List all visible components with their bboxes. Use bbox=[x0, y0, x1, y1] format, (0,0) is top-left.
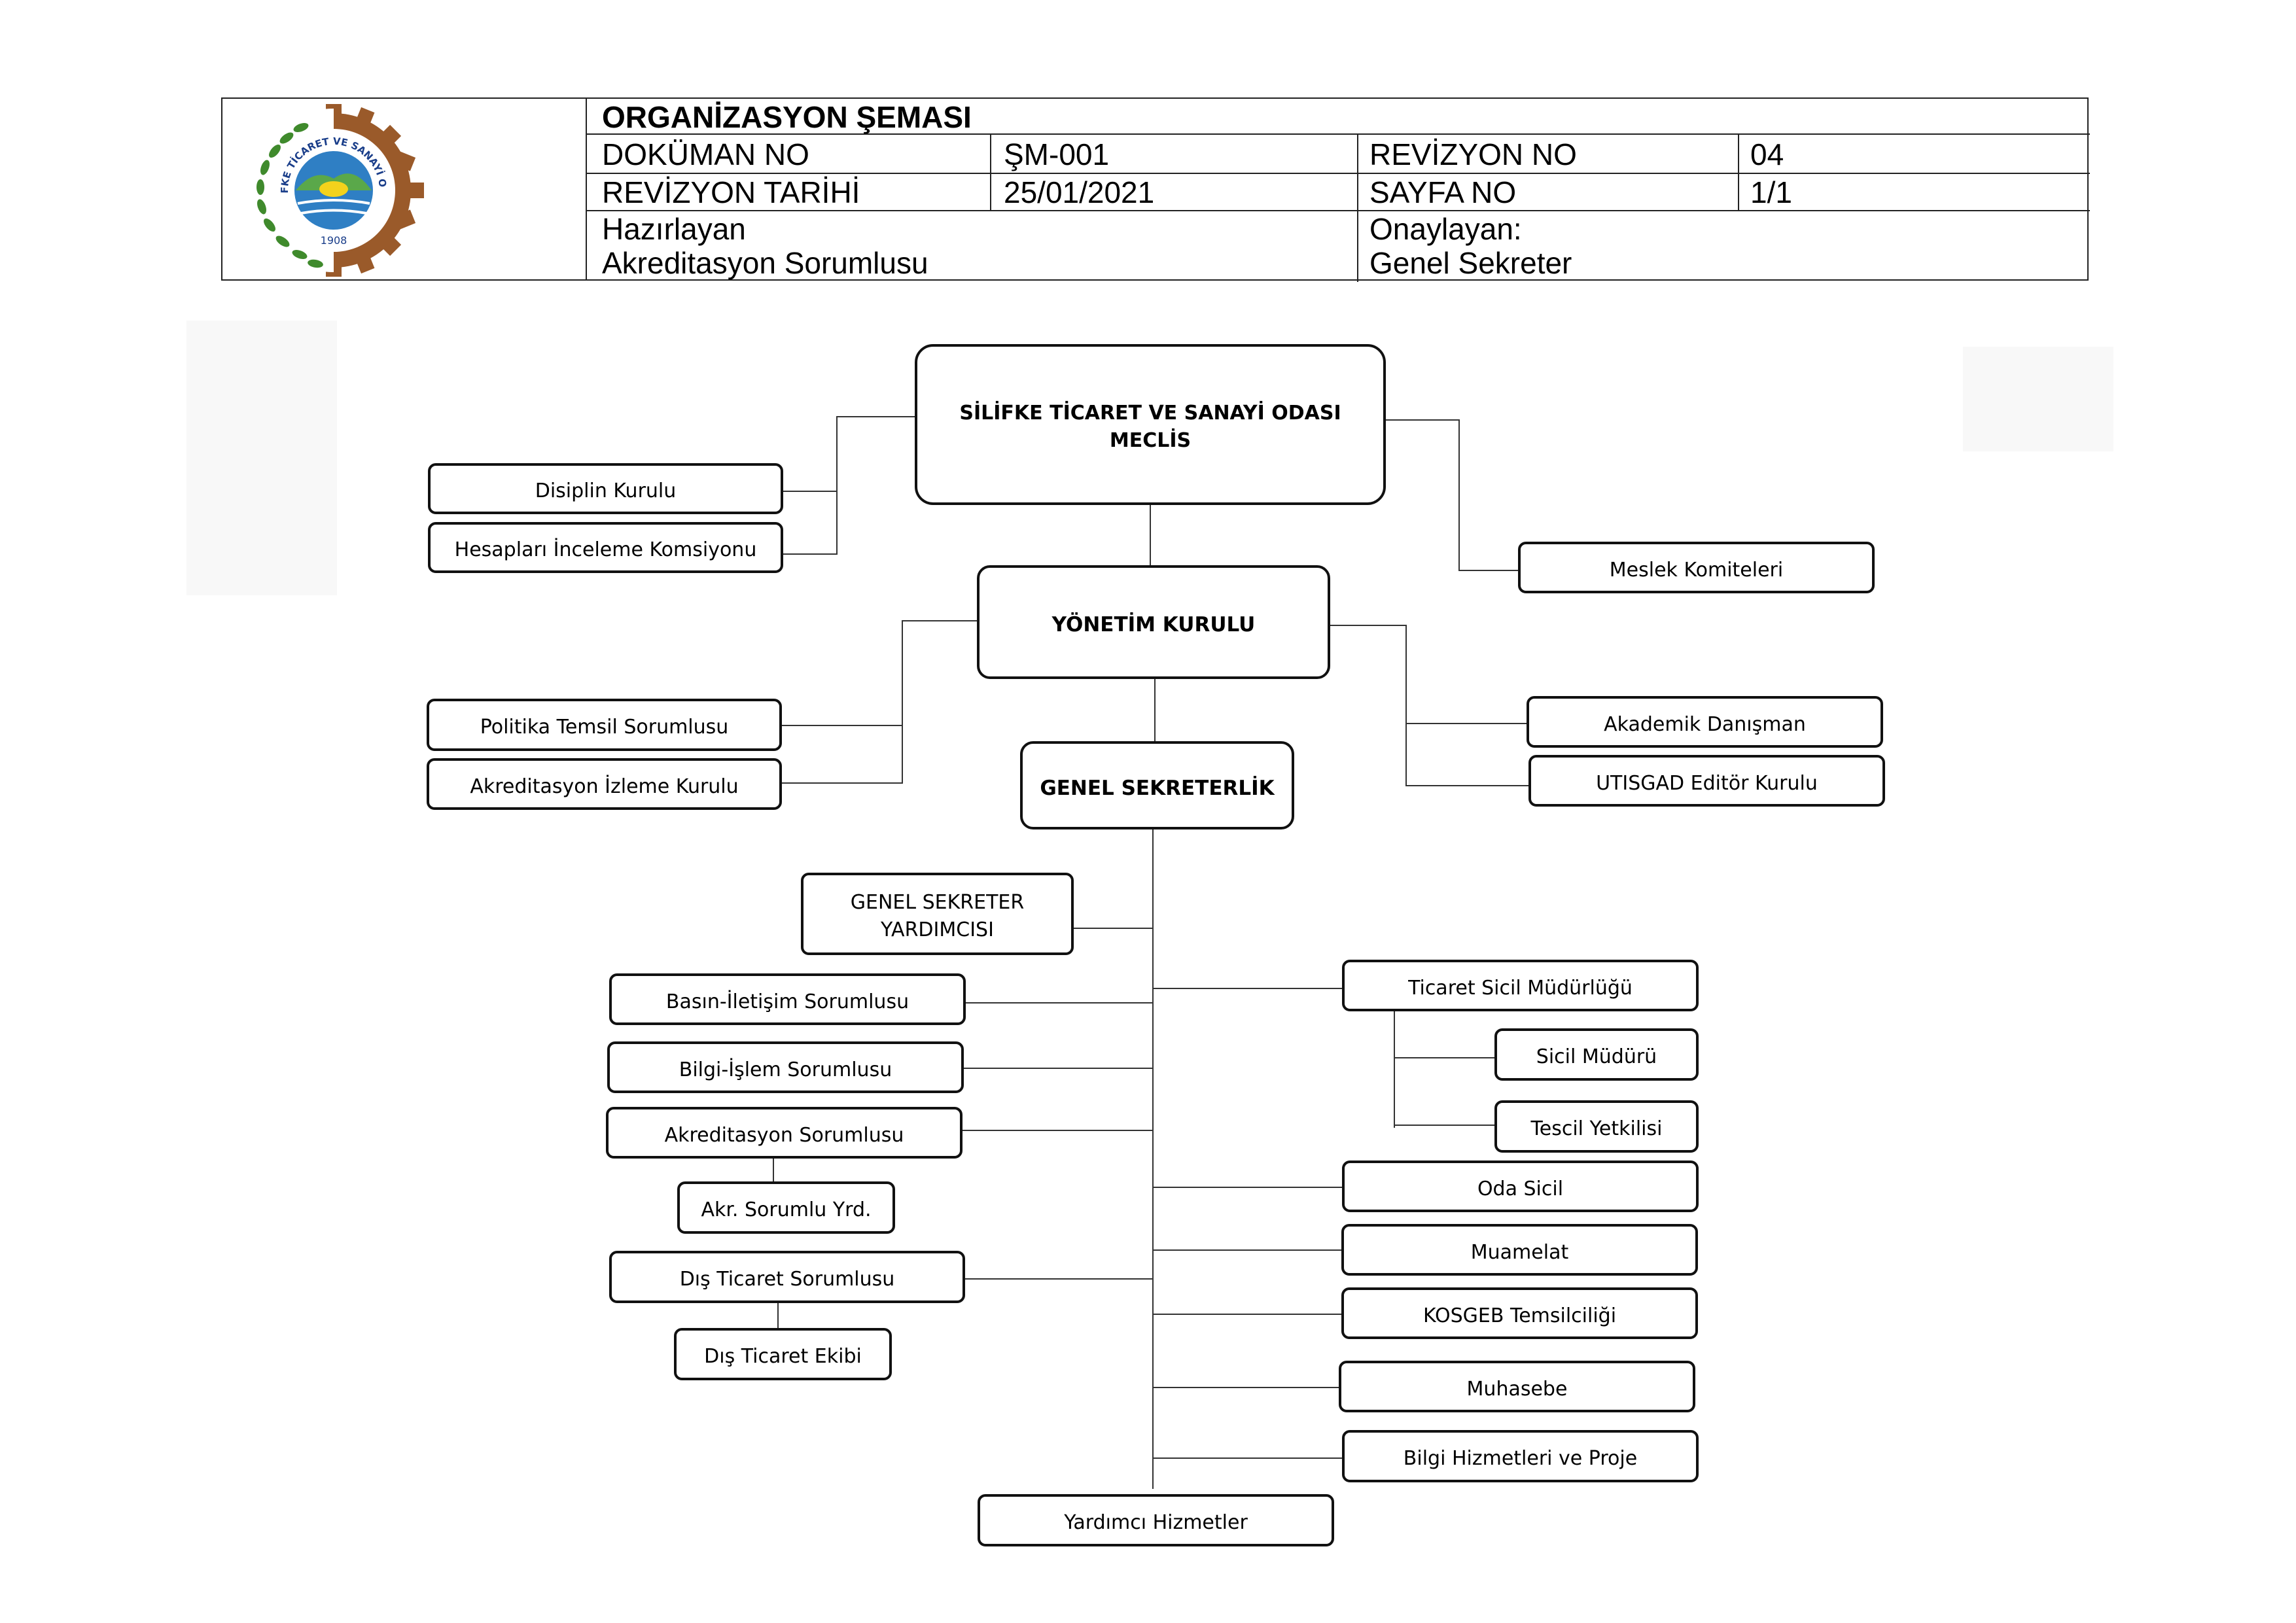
col-line-1 bbox=[990, 133, 991, 210]
connector bbox=[1073, 928, 1153, 929]
connector bbox=[1153, 1314, 1341, 1315]
page-no-label: SAYFA NO bbox=[1369, 175, 1517, 209]
genel-sekreterlik-box: GENEL SEKRETERLİK bbox=[1020, 741, 1294, 829]
kosgeb-temsilciligi-box: KOSGEB Temsilciliği bbox=[1341, 1287, 1698, 1339]
meslek-komiteleri-box: Meslek Komiteleri bbox=[1518, 542, 1875, 593]
connector bbox=[1154, 678, 1156, 744]
oda-sicil-box: Oda Sicil bbox=[1342, 1161, 1699, 1212]
utisgad-editor-box: UTISGAD Editör Kurulu bbox=[1528, 755, 1885, 807]
connector bbox=[1384, 419, 1460, 421]
silifke-chamber-logo: SİLİFKE TİCARET VE SANAYİ ODASI 1908 bbox=[236, 99, 424, 277]
connector bbox=[1153, 988, 1343, 989]
scan-smudge-right bbox=[1963, 347, 2113, 451]
connector bbox=[836, 416, 918, 417]
disiplin-kurulu-box: Disiplin Kurulu bbox=[428, 463, 783, 514]
rev-date-label: REVİZYON TARİHİ bbox=[602, 175, 860, 209]
connector bbox=[1394, 1125, 1496, 1126]
dis-ticaret-sorumlusu-box: Dış Ticaret Sorumlusu bbox=[609, 1251, 965, 1303]
akreditasyon-sorumlusu-box: Akreditasyon Sorumlusu bbox=[606, 1107, 963, 1159]
connector bbox=[1458, 570, 1520, 571]
connector bbox=[1153, 1457, 1343, 1459]
connector bbox=[962, 1068, 1153, 1069]
ticaret-sicil-mudurlugu-box: Ticaret Sicil Müdürlüğü bbox=[1342, 960, 1699, 1011]
basin-iletisim-box: Basın-İletişim Sorumlusu bbox=[609, 973, 966, 1025]
genel-sekreter-yardimcisi-box: GENEL SEKRETER YARDIMCISI bbox=[801, 873, 1074, 955]
akreditasyon-izleme-box: Akreditasyon İzleme Kurulu bbox=[427, 758, 782, 810]
prepared-label: Hazırlayan bbox=[602, 212, 746, 246]
rev-date-value: 25/01/2021 bbox=[1004, 175, 1155, 209]
connector bbox=[902, 620, 979, 621]
prepared-value: Akreditasyon Sorumlusu bbox=[602, 246, 928, 280]
yonetim-kurulu-box: YÖNETİM KURULU bbox=[977, 565, 1330, 679]
main-trunk bbox=[1152, 828, 1154, 1489]
connector bbox=[836, 416, 838, 553]
connector bbox=[1153, 1249, 1341, 1251]
meclis-box: SİLİFKE TİCARET VE SANAYİ ODASI MECLİS bbox=[915, 344, 1386, 505]
row-line-3 bbox=[587, 210, 2090, 211]
connector bbox=[1458, 419, 1460, 571]
connector bbox=[1153, 1387, 1340, 1388]
row-line-1 bbox=[587, 133, 2090, 135]
rev-no-value: 04 bbox=[1750, 137, 1784, 171]
logo-cell: SİLİFKE TİCARET VE SANAYİ ODASI 1908 bbox=[222, 99, 587, 279]
scan-smudge-left bbox=[186, 321, 337, 595]
connector bbox=[1150, 504, 1151, 565]
connector bbox=[1405, 785, 1530, 786]
connector bbox=[1394, 1010, 1395, 1128]
akademik-danisman-box: Akademik Danışman bbox=[1527, 696, 1883, 748]
connector bbox=[964, 1278, 1153, 1280]
connector bbox=[773, 1157, 774, 1183]
muamelat-box: Muamelat bbox=[1341, 1224, 1698, 1276]
logo-year: 1908 bbox=[321, 234, 347, 247]
page-no-value: 1/1 bbox=[1750, 175, 1792, 209]
document-title: ORGANİZASYON ŞEMASI bbox=[602, 100, 972, 134]
approved-value: Genel Sekreter bbox=[1369, 246, 1572, 280]
connector bbox=[781, 782, 903, 784]
akr-sorumlu-yrd-box: Akr. Sorumlu Yrd. bbox=[677, 1181, 895, 1234]
row-line-2 bbox=[587, 173, 2090, 174]
connector bbox=[1394, 1057, 1496, 1058]
connector bbox=[964, 1002, 1153, 1003]
col-line-2 bbox=[1357, 133, 1358, 282]
connector bbox=[1405, 723, 1528, 724]
approved-label: Onaylayan: bbox=[1369, 212, 1522, 246]
bilgi-islem-box: Bilgi-İşlem Sorumlusu bbox=[607, 1041, 964, 1093]
politika-temsil-box: Politika Temsil Sorumlusu bbox=[427, 699, 782, 751]
connector bbox=[1153, 1187, 1343, 1188]
connector bbox=[783, 491, 838, 492]
document-header: SİLİFKE TİCARET VE SANAYİ ODASI 1908 ORG… bbox=[221, 97, 2090, 282]
col-line-3 bbox=[1738, 133, 1739, 210]
connector bbox=[902, 620, 903, 784]
doc-no-label: DOKÜMAN NO bbox=[602, 137, 809, 171]
rev-no-label: REVİZYON NO bbox=[1369, 137, 1577, 171]
yardimci-hizmetler-box: Yardımcı Hizmetler bbox=[978, 1494, 1334, 1546]
connector bbox=[783, 553, 838, 555]
hesaplari-inceleme-box: Hesapları İnceleme Komsiyonu bbox=[428, 522, 783, 573]
muhasebe-box: Muhasebe bbox=[1339, 1361, 1695, 1412]
bilgi-hizmetleri-proje-box: Bilgi Hizmetleri ve Proje bbox=[1342, 1430, 1699, 1482]
doc-no-value: ŞM-001 bbox=[1004, 137, 1110, 171]
dis-ticaret-ekibi-box: Dış Ticaret Ekibi bbox=[674, 1328, 892, 1380]
connector bbox=[961, 1130, 1153, 1131]
connector bbox=[1405, 625, 1407, 786]
connector bbox=[781, 725, 903, 726]
sicil-muduru-box: Sicil Müdürü bbox=[1494, 1028, 1699, 1081]
connector bbox=[1328, 625, 1407, 626]
connector bbox=[777, 1302, 779, 1329]
tescil-yetkilisi-box: Tescil Yetkilisi bbox=[1494, 1100, 1699, 1153]
